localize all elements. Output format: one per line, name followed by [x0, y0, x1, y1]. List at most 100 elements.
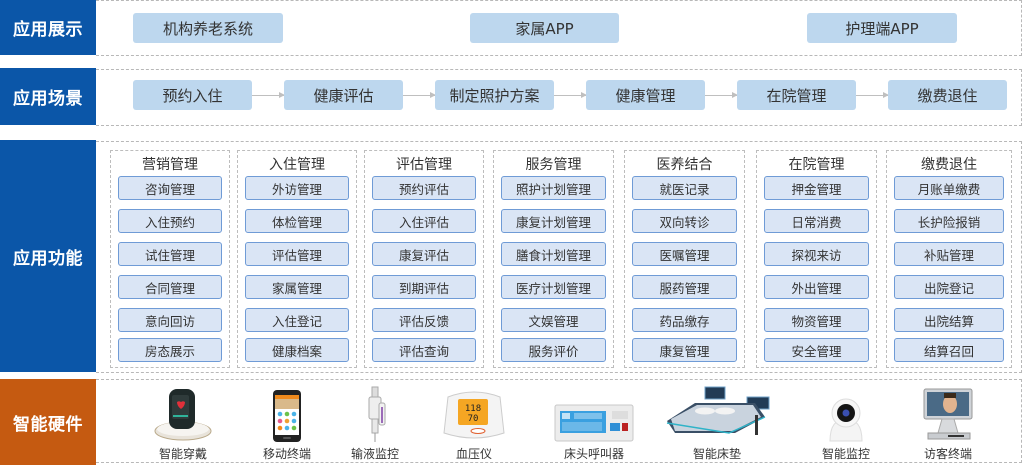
- function-group-medical-care: 医养结合就医记录双向转诊医嘱管理服药管理药品缴存康复管理: [624, 150, 745, 368]
- row-label-display: 应用展示: [0, 0, 96, 55]
- function-item[interactable]: 意向回访: [118, 308, 222, 332]
- row-label-hardware: 智能硬件: [0, 379, 96, 465]
- function-group-title: 缴费退住: [921, 157, 977, 173]
- function-item[interactable]: 康复管理: [632, 338, 737, 362]
- function-item[interactable]: 房态展示: [118, 338, 222, 362]
- function-item[interactable]: 结算召回: [894, 338, 1004, 362]
- scenario-step-in-residence[interactable]: 在院管理: [737, 80, 856, 110]
- function-item[interactable]: 物资管理: [764, 308, 869, 332]
- function-item[interactable]: 健康档案: [245, 338, 349, 362]
- function-item[interactable]: 到期评估: [372, 275, 476, 299]
- blood-pressure-monitor-icon: 118 70: [443, 391, 505, 439]
- row-label-scenario: 应用场景: [0, 68, 96, 125]
- function-item[interactable]: 康复计划管理: [501, 209, 606, 233]
- function-item[interactable]: 评估反馈: [372, 308, 476, 332]
- function-group-assessment: 评估管理预约评估入住评估康复评估到期评估评估反馈评估查询: [364, 150, 484, 368]
- svg-text:70: 70: [468, 414, 479, 424]
- device-bedside-caller[interactable]: 床头呼叫器: [549, 384, 639, 462]
- hardware-row-container: [96, 379, 1022, 463]
- function-item[interactable]: 服药管理: [632, 275, 737, 299]
- function-group-title: 评估管理: [396, 157, 452, 173]
- arrow-right-icon: [252, 92, 285, 98]
- function-item[interactable]: 试住管理: [118, 242, 222, 266]
- device-infusion-monitor[interactable]: 输液监控: [345, 384, 405, 462]
- function-item[interactable]: 双向转诊: [632, 209, 737, 233]
- device-label: 智能穿戴: [158, 447, 207, 461]
- security-camera-icon: [829, 398, 863, 442]
- function-item[interactable]: 服务评价: [501, 338, 606, 362]
- smart-mattress-icon: [666, 386, 770, 435]
- scenario-step-health-assessment[interactable]: 健康评估: [284, 80, 403, 110]
- function-item[interactable]: 康复评估: [372, 242, 476, 266]
- scenario-step-care-plan[interactable]: 制定照护方案: [435, 80, 554, 110]
- function-item[interactable]: 补贴管理: [894, 242, 1004, 266]
- function-group-title: 在院管理: [788, 157, 845, 173]
- device-label: 智能监控: [821, 447, 870, 461]
- function-item[interactable]: 入住预约: [118, 209, 222, 233]
- device-label: 输液监控: [350, 447, 399, 461]
- device-visitor-terminal[interactable]: 访客终端: [916, 384, 980, 462]
- scenario-step-payment-checkout[interactable]: 缴费退住: [888, 80, 1007, 110]
- function-item[interactable]: 外访管理: [245, 176, 349, 200]
- device-smart-mattress[interactable]: 智能床垫: [662, 384, 772, 462]
- function-item[interactable]: 咨询管理: [118, 176, 222, 200]
- function-item[interactable]: 日常消费: [764, 209, 869, 233]
- function-item[interactable]: 长护险报销: [894, 209, 1004, 233]
- function-item[interactable]: 文娱管理: [501, 308, 606, 332]
- arrow-right-icon: [554, 92, 587, 98]
- function-item[interactable]: 入住登记: [245, 308, 349, 332]
- function-item[interactable]: 家属管理: [245, 275, 349, 299]
- function-group-title: 入住管理: [269, 157, 325, 173]
- function-item[interactable]: 膳食计划管理: [501, 242, 606, 266]
- arrow-right-icon: [856, 92, 889, 98]
- functions-row-container: [96, 141, 1022, 373]
- function-item[interactable]: 体检管理: [245, 209, 349, 233]
- function-item[interactable]: 合同管理: [118, 275, 222, 299]
- smart-band-icon: [154, 389, 212, 441]
- function-group-title: 医养结合: [656, 157, 713, 173]
- function-item[interactable]: 医嘱管理: [632, 242, 737, 266]
- device-label: 血压仪: [455, 447, 492, 461]
- function-group-in-residence: 在院管理押金管理日常消费探视来访外出管理物资管理安全管理: [756, 150, 877, 368]
- function-group-service: 服务管理照护计划管理康复计划管理膳食计划管理医疗计划管理文娱管理服务评价: [493, 150, 614, 368]
- function-group-checkout: 缴费退住月账单缴费长护险报销补贴管理出院登记出院结算结算召回: [886, 150, 1012, 368]
- function-item[interactable]: 外出管理: [764, 275, 869, 299]
- device-label: 移动终端: [262, 447, 311, 461]
- infusion-monitor-icon: [368, 386, 386, 442]
- display-item-family-app[interactable]: 家属APP: [470, 13, 619, 43]
- function-item[interactable]: 月账单缴费: [894, 176, 1004, 200]
- function-group-marketing: 营销管理咨询管理入住预约试住管理合同管理意向回访房态展示: [110, 150, 230, 368]
- function-item[interactable]: 出院登记: [894, 275, 1004, 299]
- function-item[interactable]: 押金管理: [764, 176, 869, 200]
- scenario-row-container: [96, 69, 1022, 126]
- scenario-step-health-management[interactable]: 健康管理: [586, 80, 705, 110]
- device-smart-camera[interactable]: 智能监控: [816, 384, 876, 462]
- function-item[interactable]: 预约评估: [372, 176, 476, 200]
- display-row-container: [96, 0, 1022, 56]
- device-smart-wearable[interactable]: 智能穿戴: [148, 384, 218, 462]
- function-item[interactable]: 入住评估: [372, 209, 476, 233]
- bedside-caller-icon: [554, 404, 634, 442]
- scenario-step-reservation[interactable]: 预约入住: [133, 80, 252, 110]
- function-group-admission: 入住管理外访管理体检管理评估管理家属管理入住登记健康档案: [237, 150, 357, 368]
- device-mobile-terminal[interactable]: 移动终端: [257, 384, 317, 462]
- function-item[interactable]: 就医记录: [632, 176, 737, 200]
- function-item[interactable]: 探视来访: [764, 242, 869, 266]
- function-item[interactable]: 药品缴存: [632, 308, 737, 332]
- display-item-nurse-app[interactable]: 护理端APP: [807, 13, 957, 43]
- function-item[interactable]: 评估管理: [245, 242, 349, 266]
- function-item[interactable]: 评估查询: [372, 338, 476, 362]
- device-label: 智能床垫: [692, 447, 741, 461]
- svg-text:118: 118: [465, 404, 481, 414]
- function-item[interactable]: 安全管理: [764, 338, 869, 362]
- function-item[interactable]: 出院结算: [894, 308, 1004, 332]
- device-label: 床头呼叫器: [563, 447, 624, 461]
- device-blood-pressure-monitor[interactable]: 118 70 血压仪: [434, 384, 514, 462]
- smartphone-icon: [273, 390, 301, 442]
- arrow-right-icon: [705, 92, 738, 98]
- function-group-title: 服务管理: [525, 157, 582, 173]
- function-item[interactable]: 医疗计划管理: [501, 275, 606, 299]
- function-item[interactable]: 照护计划管理: [501, 176, 606, 200]
- visitor-kiosk-icon: [923, 388, 973, 440]
- display-item-institution-system[interactable]: 机构养老系统: [133, 13, 283, 43]
